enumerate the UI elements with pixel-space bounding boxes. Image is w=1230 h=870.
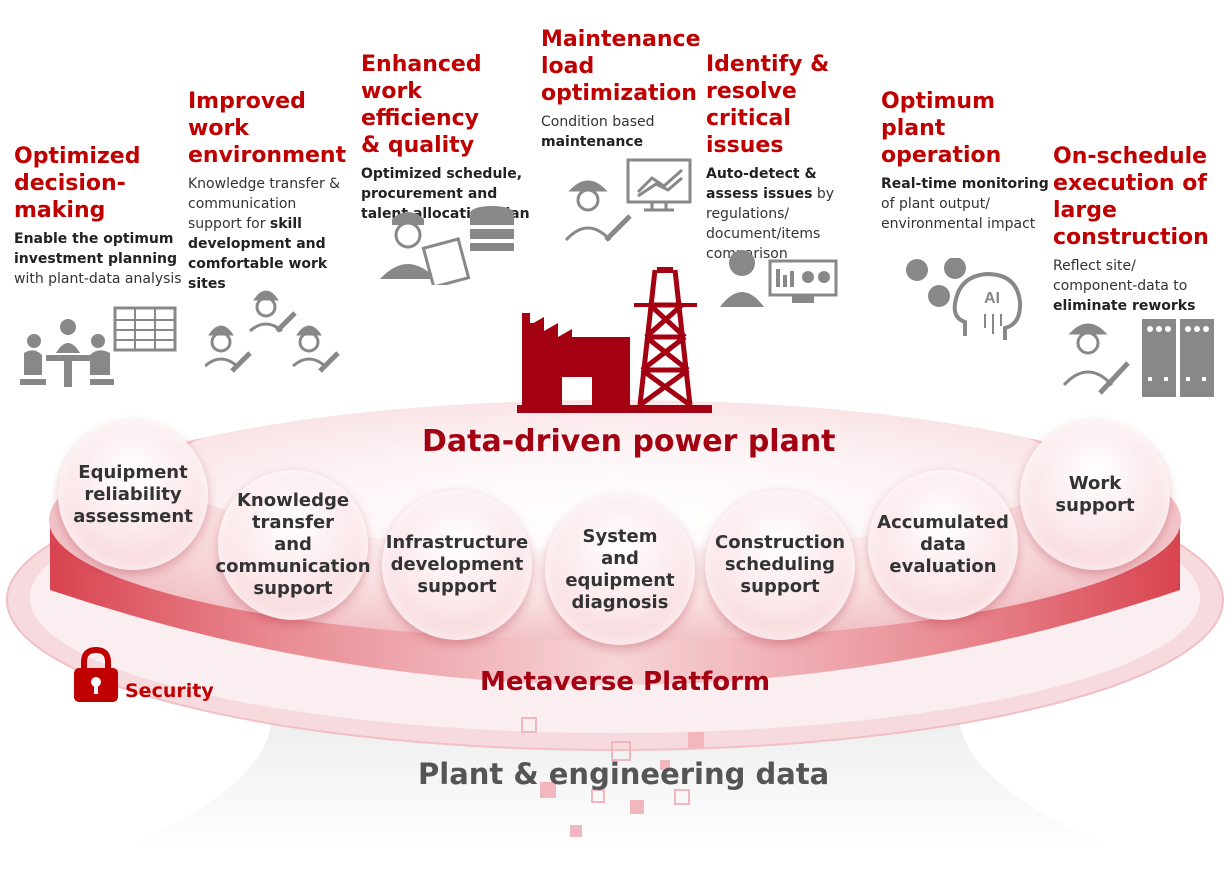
benefit-title: On-schedule execution of large construct… [1053, 144, 1209, 250]
benefit-optimum-operation: Optimum plant operation Real-time monito… [881, 88, 1051, 234]
benefit-title: Optimized decision- making [14, 144, 141, 223]
benefit-desc: Knowledge transfer & communication suppo… [188, 176, 341, 292]
meeting-table-icon [20, 306, 177, 387]
benefit-enhanced-efficiency: Enhanced work efficiency & quality Optim… [361, 51, 536, 224]
worker-cabinet-icon [1062, 319, 1214, 397]
benefit-desc: Condition based maintenance [541, 114, 655, 150]
platform-label: Metaverse Platform [480, 667, 771, 697]
data-squares [521, 717, 704, 837]
support-knowledge-transfer: Knowledge transfer and communication sup… [215, 470, 371, 620]
worker-database-icon [380, 206, 514, 285]
support-construction-scheduling: Construction scheduling support [705, 490, 855, 640]
ai-head-icon: AI [906, 258, 1023, 340]
benefit-desc: Real-time monitoring of plant output/ en… [881, 176, 1049, 232]
lock-icon [74, 646, 118, 702]
benefit-title: Maintenance load optimization [541, 27, 701, 106]
benefit-improved-work-env: Improved work environment Knowledge tran… [188, 88, 348, 294]
center-title: Data-driven power plant [422, 424, 836, 459]
benefit-identify-issues: Identify & resolve critical issues Auto-… [706, 51, 866, 264]
benefit-title: Identify & resolve critical issues [706, 52, 830, 158]
operator-dashboard-icon [720, 250, 838, 307]
benefit-on-schedule: On-schedule execution of large construct… [1053, 143, 1223, 316]
benefit-desc: Enable the optimum investment planning w… [14, 231, 182, 287]
benefit-title: Enhanced work efficiency & quality [361, 52, 482, 158]
support-equipment-reliability: Equipment reliability assessment [58, 420, 208, 570]
data-label: Plant & engineering data [418, 757, 830, 791]
support-infrastructure: Infrastructure development support [382, 490, 532, 640]
support-accumulated-data: Accumulated data evaluation [868, 470, 1018, 620]
support-system-diagnosis: System and equipment diagnosis [545, 495, 695, 645]
power-plant-icon [517, 267, 712, 413]
benefit-desc: Reflect site/ component-data to eliminat… [1053, 258, 1196, 314]
benefit-optimized-decision: Optimized decision- making Enable the op… [14, 143, 184, 289]
security-label: Security [125, 680, 214, 702]
benefit-title: Optimum plant operation [881, 89, 1002, 168]
workers-icon [205, 290, 340, 373]
benefit-title: Improved work environment [188, 89, 347, 168]
ai-label: AI [984, 290, 1000, 307]
support-work: Work support [1020, 420, 1170, 570]
benefit-maintenance-load: Maintenance load optimization Condition … [541, 26, 701, 152]
worker-monitor-icon [564, 158, 692, 242]
